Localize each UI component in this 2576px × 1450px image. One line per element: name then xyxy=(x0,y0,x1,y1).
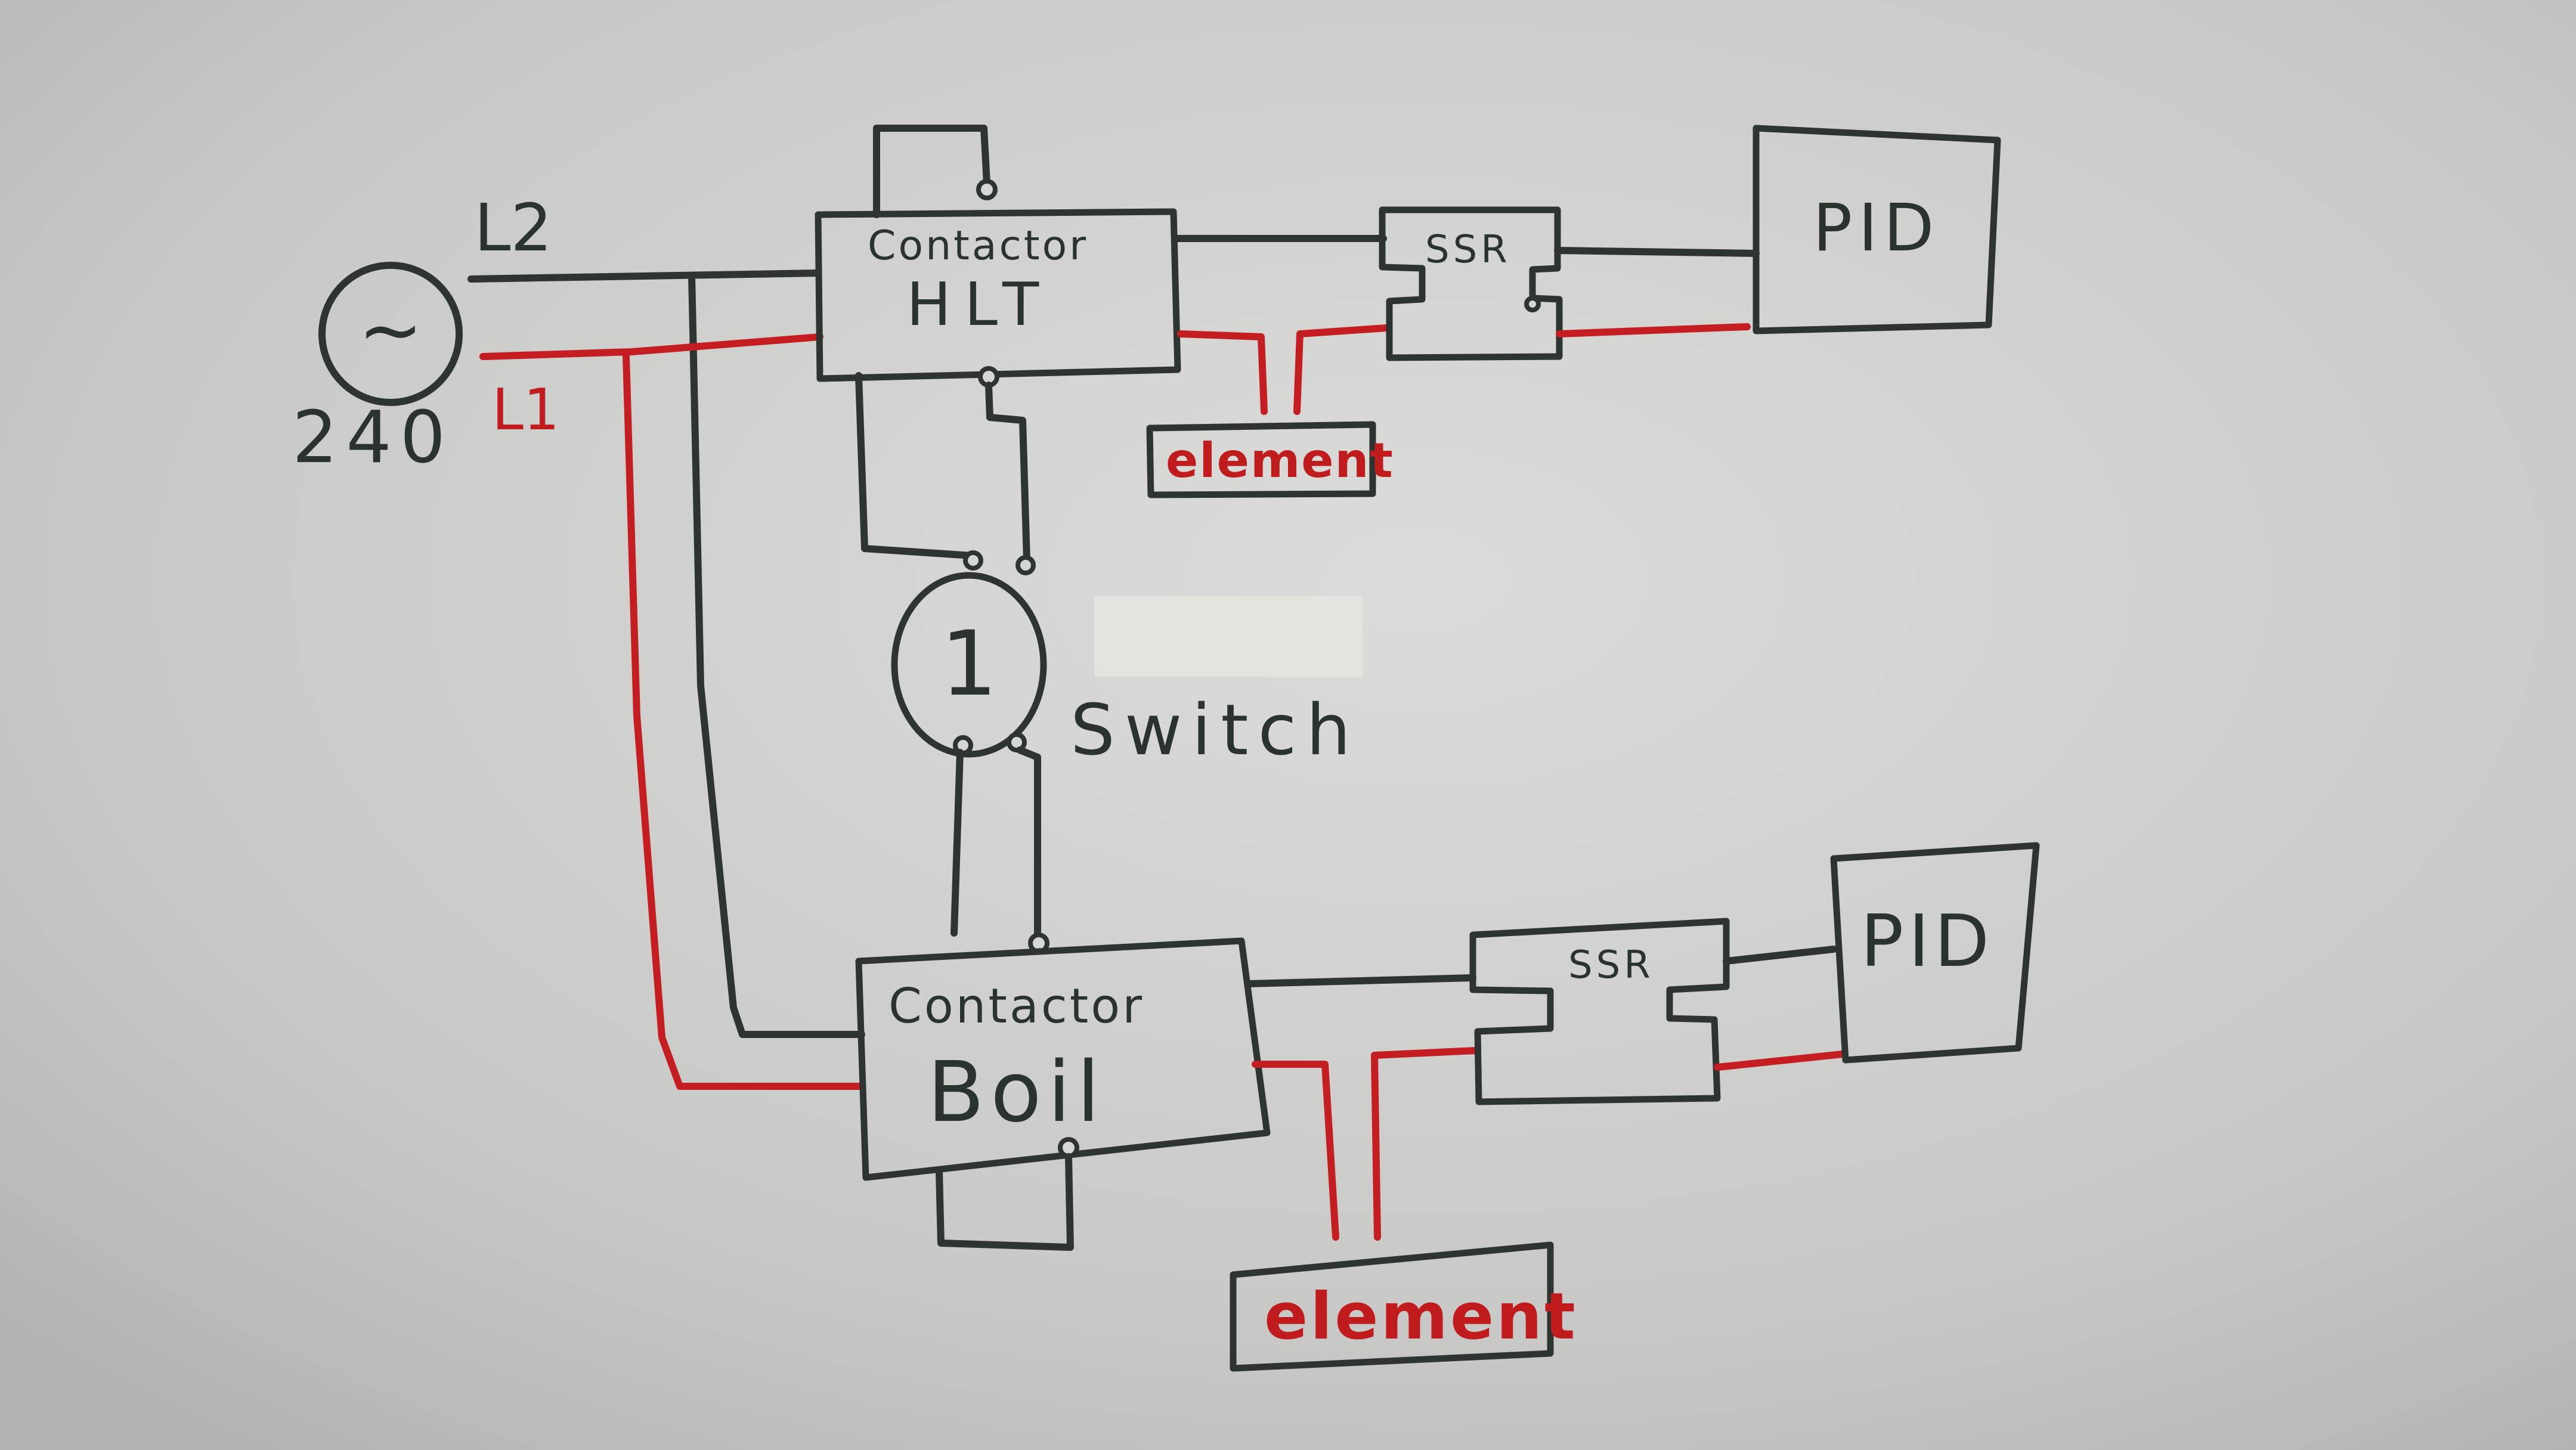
selector-switch[interactable]: 1 xyxy=(891,550,1047,758)
switch-label: Switch xyxy=(1070,689,1360,771)
boil-ssr-box xyxy=(1469,918,1730,1105)
l1-wire xyxy=(479,333,823,360)
hlt-coil-terminal-top xyxy=(976,179,998,200)
switch-position-label: 1 xyxy=(940,612,997,716)
l1-drop-to-boil xyxy=(623,353,865,1090)
l2-label: L2 xyxy=(474,190,552,266)
switch-knob-icon[interactable] xyxy=(891,572,1047,758)
boil-contactor-box xyxy=(855,937,1271,1181)
source-voltage-label: 240 xyxy=(292,396,454,479)
boil-pid-box xyxy=(1830,842,2040,1064)
power-source: ~ 240 xyxy=(292,262,463,479)
ac-source-symbol: ~ xyxy=(358,284,423,375)
boil-contactor-to-ssr-dark xyxy=(1246,974,1476,987)
hlt-ssr-terminal xyxy=(1524,296,1541,312)
hlt-coil-wire-right xyxy=(985,382,1030,564)
switch-terminal-top-right xyxy=(1015,555,1036,575)
switch-to-boil-right xyxy=(1016,746,1041,943)
hlt-coil-wire-left xyxy=(855,372,976,559)
hlt-ssr-to-pid-red xyxy=(1556,323,1751,337)
hlt-contactor-name: HLT xyxy=(906,269,1052,339)
hlt-ssr-box xyxy=(1379,206,1563,361)
boil-contactor-to-ssr-red xyxy=(1252,1047,1479,1241)
boil-element-label: element xyxy=(1264,1279,1578,1354)
hlt-pid-label: PID xyxy=(1813,190,1940,266)
boil-ssr-to-pid-red xyxy=(1714,1051,1846,1071)
hlt-contactor-to-ssr-red xyxy=(1177,324,1390,415)
hlt-element-label: element xyxy=(1166,433,1394,488)
ac-source-icon xyxy=(318,262,463,406)
boil-ssr-to-pid-dark xyxy=(1723,946,1837,965)
switch-terminal-top-left xyxy=(963,550,983,571)
hlt-element-box xyxy=(1146,421,1376,498)
hlt-contactor-box xyxy=(815,208,1181,382)
hlt-ssr-to-pid-dark xyxy=(1554,247,1760,257)
hlt-ssr-label: SSR xyxy=(1425,228,1511,272)
boil-contactor-label: Contactor xyxy=(888,978,1144,1034)
boil-pid-label: PID xyxy=(1860,900,1994,983)
l2-drop-to-boil xyxy=(688,272,865,1038)
hlt-contactor-label: Contactor xyxy=(868,222,1088,269)
hlt-pid-box xyxy=(1753,125,2001,334)
boil-contactor-name: Boil xyxy=(927,1044,1106,1141)
l1-label: L1 xyxy=(492,377,559,443)
hlt-coil-loop xyxy=(873,125,990,218)
boil-element-box xyxy=(1230,1241,1554,1372)
redacted-patch xyxy=(1094,596,1363,677)
boil-ssr-label: SSR xyxy=(1568,943,1654,987)
boil-coil-loop xyxy=(936,1153,1074,1251)
l2-wire xyxy=(467,269,821,283)
switch-to-boil-left xyxy=(950,749,964,937)
